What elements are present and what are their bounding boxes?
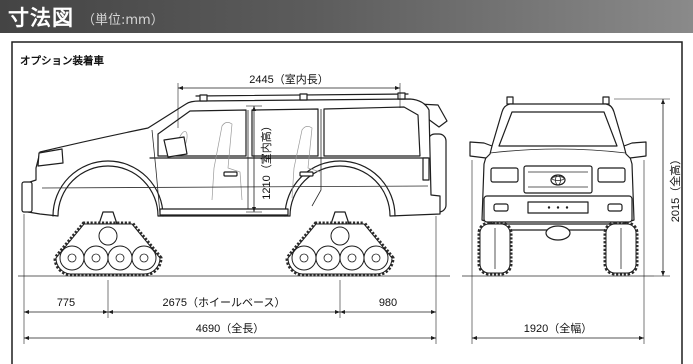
front-track-unit <box>53 211 163 277</box>
left-front-track <box>477 221 513 276</box>
front-fender-flare <box>52 160 164 217</box>
dimension-front-overhang: 775 <box>24 297 108 314</box>
side-mirror <box>163 136 188 158</box>
section-title: 寸法図 <box>8 5 74 30</box>
roof-rail-end <box>602 96 610 105</box>
wheel-hub <box>347 253 357 263</box>
roof-rail-support <box>299 93 308 101</box>
roof-rail-support <box>199 94 208 102</box>
left-mirror <box>469 141 493 159</box>
dimension-overall-width: 1920（全幅） <box>471 160 645 344</box>
left-headlight <box>490 167 519 183</box>
right-fog-lamp <box>607 203 623 212</box>
interior-height-label: 1210（室内高） <box>259 120 273 199</box>
dimension-overall-length: 4690（全長） <box>24 321 436 340</box>
rear-track-unit <box>285 211 395 277</box>
track-sprocket <box>98 226 118 246</box>
section-header: 寸法図 （単位:mm） <box>0 0 693 33</box>
roof-rail-support <box>397 92 406 100</box>
bumper-dot <box>547 206 551 209</box>
front-bumper-guard <box>21 181 33 213</box>
wheel-hub <box>323 253 333 263</box>
wheel-hub <box>67 253 77 263</box>
overall-height-label: 2015（全高） <box>668 154 682 222</box>
bumper-dot <box>565 206 569 209</box>
front-view <box>462 96 654 277</box>
rear-door-edge <box>311 109 322 207</box>
overall-length-label: 4690（全長） <box>196 321 264 335</box>
differential <box>545 225 571 241</box>
rear-lamp <box>422 157 430 181</box>
variant-label: オプション装着車 <box>20 54 104 67</box>
front-door-edge <box>151 129 161 215</box>
dimension-wheelbase: 2675（ホイールベース） <box>108 296 340 314</box>
rear-overhang-label: 980 <box>379 297 397 309</box>
wheel-hub <box>299 253 309 263</box>
rear-fender-flare <box>284 160 396 217</box>
left-fog-lamp <box>493 203 509 212</box>
headlight <box>37 148 64 167</box>
track-sprocket <box>330 226 350 246</box>
bumper-dot <box>556 206 560 209</box>
dimension-interior-length: 2445（室内長） <box>177 72 401 128</box>
side-step <box>159 208 289 216</box>
wheel-hub <box>91 253 101 263</box>
drawing-frame <box>11 41 683 364</box>
wheel-hub <box>115 253 125 263</box>
side-view <box>18 92 450 277</box>
toyota-emblem-icon <box>550 174 566 186</box>
unit-note: （単位:mm） <box>82 13 164 28</box>
dimension-overall-height: 2015（全高） <box>614 98 682 277</box>
wheel-hub <box>371 253 381 263</box>
right-headlight <box>597 167 626 183</box>
dimension-interior-height: 1210（室内高） <box>246 105 273 213</box>
overall-width-label: 1920（全幅） <box>524 321 592 335</box>
quarter-window <box>323 106 421 157</box>
hood-line <box>489 148 627 154</box>
front-seat-outline <box>211 122 243 201</box>
windshield <box>498 111 618 147</box>
right-mirror <box>623 141 647 159</box>
interior-length-label: 2445（室内長） <box>249 72 328 86</box>
rear-seat-outline <box>291 126 321 199</box>
roof-rail-end <box>506 96 514 105</box>
rear-door-handle <box>299 171 314 177</box>
front-overhang-label: 775 <box>57 297 75 309</box>
side-character-line <box>41 185 429 189</box>
right-front-track <box>603 221 639 276</box>
dimension-rear-overhang: 980 <box>340 297 436 314</box>
front-door-handle <box>223 171 238 177</box>
wheelbase-label: 2675（ホイールベース） <box>163 296 286 309</box>
wheel-hub <box>139 253 149 263</box>
